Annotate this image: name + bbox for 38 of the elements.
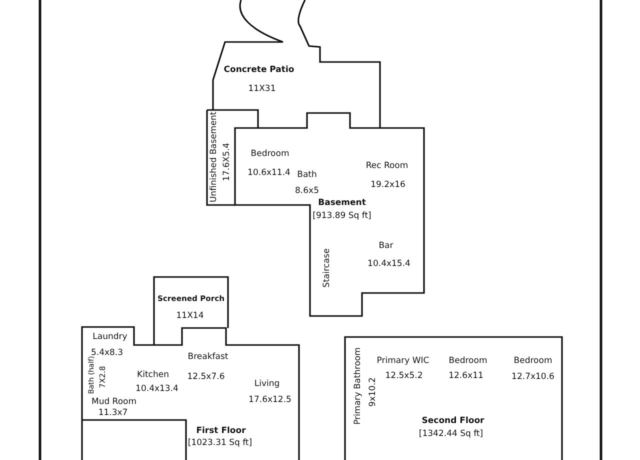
floor-area: [913.89 Sq ft]	[312, 212, 372, 220]
room-name: Primary WIC	[376, 356, 430, 366]
room-dimensions: 12.5x7.6	[187, 372, 225, 382]
room-name: Living	[254, 380, 280, 388]
room-dimensions: 12.6x11	[448, 372, 484, 380]
room-dimensions: 10.6x11.4	[248, 168, 290, 178]
room-name: Laundry	[92, 332, 128, 342]
room-name: Unfinished Basement	[210, 112, 218, 202]
room-name: Rec Room	[366, 162, 408, 170]
room-name: Staircase	[322, 248, 332, 288]
room-name: Bedroom	[250, 150, 290, 158]
area-title: Concrete Patio	[224, 66, 294, 74]
room-name: Bath	[297, 170, 317, 180]
room-name: Primary Bathroom	[354, 347, 362, 425]
room-dimensions: 10.4x15.4	[368, 260, 410, 268]
area-title: Second Floor	[422, 416, 484, 426]
room-name: Kitchen	[137, 370, 169, 380]
floor-area: [1023.31 Sq ft]	[188, 438, 252, 448]
room-name: Breakfast	[188, 352, 228, 362]
floor-area: [1342.44 Sq ft]	[418, 430, 484, 438]
room-dimensions: 5.4x8.3	[90, 348, 124, 358]
room-dimensions: 11X31	[248, 84, 276, 94]
area-title: First Floor	[196, 426, 246, 436]
room-dimensions: 9x10.2	[368, 377, 378, 407]
room-dimensions: 17.6X5.4	[222, 142, 232, 182]
room-name: Bar	[378, 242, 394, 250]
room-dimensions: 11X14	[176, 312, 204, 320]
room-dimensions: 17.6x12.5	[248, 396, 292, 404]
room-name: Bedroom	[514, 356, 552, 366]
room-dimensions: 12.5x5.2	[385, 372, 423, 380]
room-dimensions: 10.4x13.4	[136, 384, 178, 394]
area-title: Basement	[318, 198, 366, 208]
room-dimensions: 12.7x10.6	[512, 372, 554, 382]
room-name: Mud Room	[91, 398, 137, 406]
room-name: Bedroom	[448, 356, 488, 366]
room-dimensions: 19.2x16	[370, 180, 406, 190]
room-dimensions: 8.6x5	[295, 186, 319, 196]
room-dimensions: 11.3x7	[98, 408, 128, 418]
